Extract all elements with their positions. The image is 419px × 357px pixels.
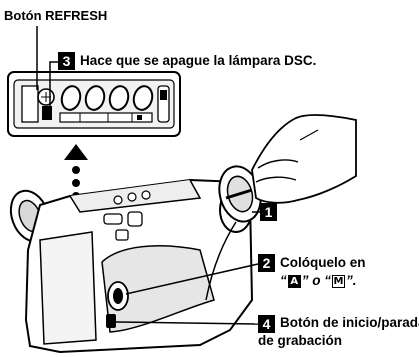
step-1-badge: 1 <box>260 203 277 221</box>
step-2-badge: 2 <box>258 254 275 272</box>
step-2-line2: “A” o “M”. <box>280 273 357 288</box>
step-2-line1: Colóquelo en <box>280 255 366 270</box>
refresh-button-label: Botón REFRESH <box>4 8 108 23</box>
step3-leader-line <box>49 61 58 108</box>
record-button <box>106 314 116 328</box>
manual-mode-icon: M <box>332 275 345 288</box>
step-3-text: Hace que se apague la lámpara DSC. <box>80 53 317 68</box>
step2-leader-line <box>125 263 259 295</box>
hand-illustration <box>251 114 357 204</box>
or-text: ” o “ <box>301 273 331 288</box>
step-3-badge: 3 <box>58 52 75 70</box>
step-4-line2: de grabación <box>258 333 343 348</box>
auto-mode-icon: A <box>287 275 301 288</box>
up-arrow-indicator <box>64 144 88 160</box>
control-panel-closeup <box>7 71 181 137</box>
step-4-badge: 4 <box>258 315 275 333</box>
lens-cap <box>218 165 262 223</box>
open-quote: “ <box>280 273 287 288</box>
step4-leader-line <box>115 321 259 325</box>
step-4-line1: Botón de inicio/parada <box>280 315 419 330</box>
close-quote: ”. <box>346 273 357 288</box>
